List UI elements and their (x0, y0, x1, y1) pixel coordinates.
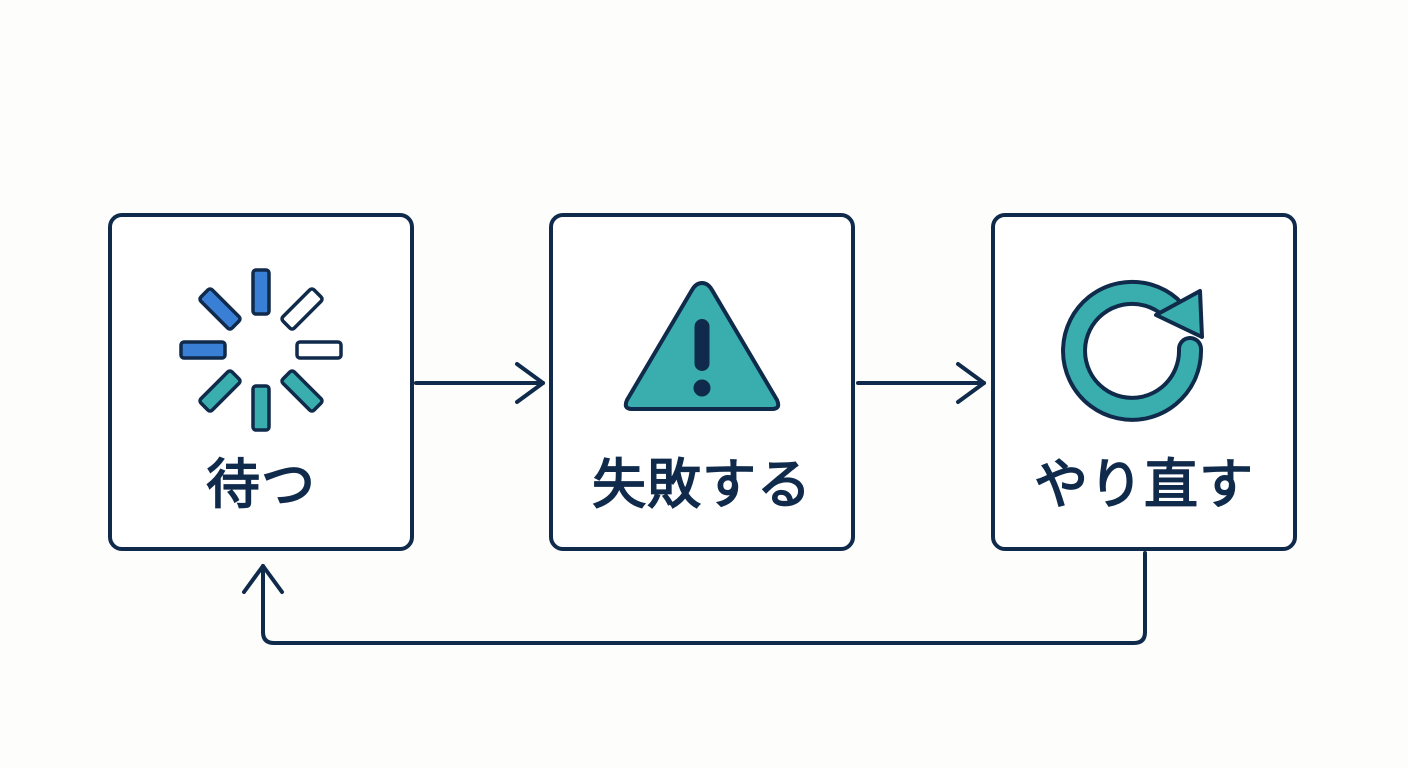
warning-triangle-icon (553, 265, 851, 435)
arrow-fail-to-retry (856, 362, 986, 404)
step-label-retry: やり直す (1034, 453, 1254, 516)
loading-spinner-icon (112, 265, 410, 435)
step-box-retry: やり直す (991, 213, 1297, 551)
step-box-fail: 失敗する (549, 213, 855, 551)
step-box-wait: 待つ (108, 213, 414, 551)
arrow-wait-to-fail (414, 362, 545, 404)
retry-arrow-icon (995, 265, 1293, 435)
step-label-wait: 待つ (206, 453, 316, 516)
arrow-retry-to-wait-loop (242, 551, 1147, 645)
step-label-fail: 失敗する (592, 453, 812, 516)
